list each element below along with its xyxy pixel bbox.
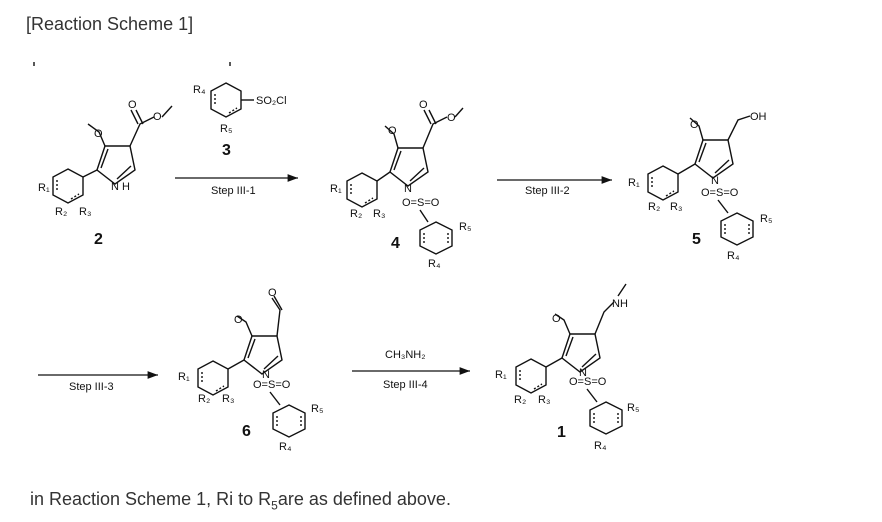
atom-O: O xyxy=(552,313,561,325)
substituent-R3: R₃ xyxy=(79,206,91,218)
atom-O: O xyxy=(234,314,243,326)
substituent-R5: R₅ xyxy=(760,213,772,225)
substituent-R1: R₁ xyxy=(330,183,342,195)
compound-label: 5 xyxy=(692,231,701,248)
atom-O: O xyxy=(94,128,103,140)
reagent-3: R₄ R₅ SO₂Cl 3 xyxy=(193,82,287,159)
atom-O: O xyxy=(128,99,137,111)
hydroxyl-group: OH xyxy=(750,111,767,123)
atom-N: N xyxy=(111,181,119,193)
scheme-title: [Reaction Scheme 1] xyxy=(26,14,194,34)
substituent-R4: R₄ xyxy=(279,441,292,453)
atom-H: H xyxy=(122,181,130,193)
scheme-caption: in Reaction Scheme 1, Ri to R5are as def… xyxy=(30,489,451,513)
substituent-R2: R₂ xyxy=(514,394,526,406)
amine-group: NH xyxy=(612,298,628,310)
compound-label: 2 xyxy=(94,231,103,248)
substituent-R1: R₁ xyxy=(495,369,507,381)
atom-O: O xyxy=(447,112,456,124)
step-label: Step III-4 xyxy=(383,379,428,391)
compound-label: 1 xyxy=(557,424,566,441)
sulfonyl-chloride-group: SO₂Cl xyxy=(256,95,287,107)
compound-4: O O O N O=S=O R₁ R₂ R₃ R₅ R₄ 4 xyxy=(330,99,471,270)
substituent-R5: R₅ xyxy=(311,403,323,415)
substituent-R5: R₅ xyxy=(220,123,232,135)
sulfonyl-group: O=S=O xyxy=(253,379,291,391)
substituent-R4: R₄ xyxy=(193,84,206,96)
reagent-methylamine: CH₃NH₂ xyxy=(385,349,426,361)
atom-N: N xyxy=(579,367,587,379)
compound-label: 6 xyxy=(242,423,251,440)
substituent-R5: R₅ xyxy=(627,402,639,414)
substituent-R4: R₄ xyxy=(428,258,441,270)
substituent-R2: R₂ xyxy=(55,206,67,218)
caption-text-end: are as defined above. xyxy=(277,489,451,509)
step-label: Step III-1 xyxy=(211,185,256,197)
compound-5: O OH N O=S=O R₁ R₂ R₃ R₅ R₄ 5 xyxy=(628,111,772,262)
caption-text: in Reaction Scheme 1, Ri to R xyxy=(30,489,272,509)
arrow-step-III-2: Step III-2 xyxy=(497,176,612,197)
atom-O: O xyxy=(153,111,162,123)
substituent-R4: R₄ xyxy=(727,250,740,262)
substituent-R3: R₃ xyxy=(222,393,234,405)
substituent-R1: R₁ xyxy=(38,182,50,194)
substituent-R2: R₂ xyxy=(198,393,210,405)
atom-N: N xyxy=(262,369,270,381)
substituent-R5: R₅ xyxy=(459,221,471,233)
sulfonyl-group: O=S=O xyxy=(701,187,739,199)
atom-N: N xyxy=(404,183,412,195)
substituent-R4: R₄ xyxy=(594,440,607,452)
atom-O: O xyxy=(388,125,397,137)
atom-O: O xyxy=(419,99,428,111)
sulfonyl-group: O=S=O xyxy=(569,376,607,388)
substituent-R3: R₃ xyxy=(670,201,682,213)
compound-1: O NH N O=S=O R₁ R₂ R₃ R₅ R₄ 1 xyxy=(495,283,639,452)
compound-label: 4 xyxy=(391,235,400,252)
atom-N: N xyxy=(711,175,719,187)
compound-label: 3 xyxy=(222,142,231,159)
compound-2: O O O N H R₁ R₂ R₃ 2 xyxy=(38,99,173,248)
atom-O: O xyxy=(690,119,699,131)
substituent-R2: R₂ xyxy=(648,201,660,213)
substituent-R3: R₃ xyxy=(373,208,385,220)
sulfonyl-group: O=S=O xyxy=(402,197,440,209)
compound-6: O O N O=S=O R₁ R₂ R₃ R₅ R₄ 6 xyxy=(178,287,323,453)
substituent-R1: R₁ xyxy=(178,371,190,383)
arrow-step-III-3: Step III-3 xyxy=(38,371,158,393)
atom-O: O xyxy=(268,287,277,299)
substituent-R2: R₂ xyxy=(350,208,362,220)
arrow-step-III-1: Step III-1 xyxy=(175,174,298,197)
substituent-R3: R₃ xyxy=(538,394,550,406)
step-label: Step III-3 xyxy=(69,381,114,393)
arrow-step-III-4: CH₃NH₂ Step III-4 xyxy=(352,349,470,391)
step-label: Step III-2 xyxy=(525,185,570,197)
caption-subscript: 5 xyxy=(271,498,278,513)
substituent-R1: R₁ xyxy=(628,177,640,189)
